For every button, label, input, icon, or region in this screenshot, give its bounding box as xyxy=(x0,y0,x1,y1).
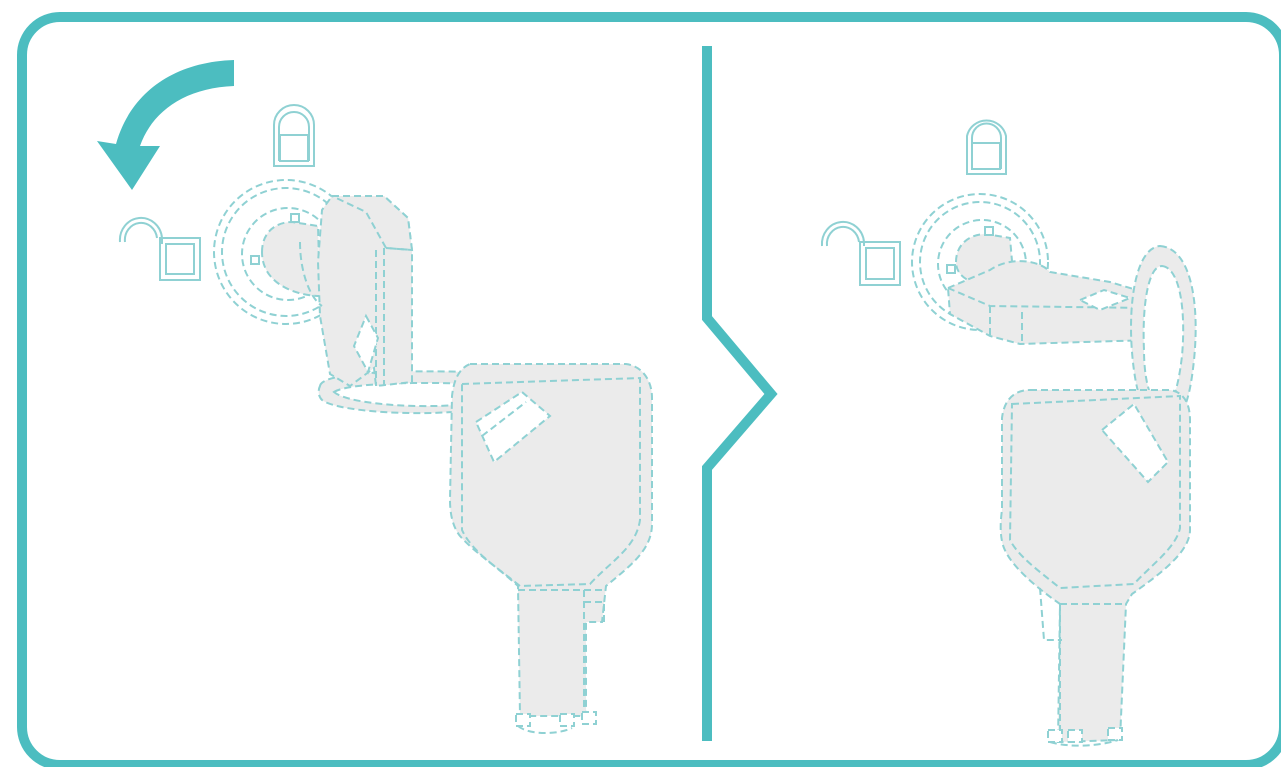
key-body xyxy=(448,363,653,734)
key-ring xyxy=(1130,244,1197,428)
key-head-turned xyxy=(946,260,1169,346)
right-panel xyxy=(820,119,1197,747)
outer-frame xyxy=(17,12,1281,767)
key-head-upright xyxy=(299,195,414,388)
cylinder-pin xyxy=(250,255,260,265)
left-panel xyxy=(97,60,653,734)
key-body xyxy=(999,389,1191,747)
rotate-counterclockwise-arrow-icon xyxy=(97,60,234,190)
cylinder-pin xyxy=(290,213,300,223)
closed-lock-icon xyxy=(966,119,1007,175)
lock-cylinder-core xyxy=(260,220,322,298)
cylinder-pin xyxy=(984,226,994,236)
closed-lock-icon xyxy=(273,104,315,167)
cylinder-pin xyxy=(946,264,956,274)
panel-divider xyxy=(702,46,778,741)
open-lock-icon xyxy=(820,220,901,286)
open-lock-icon xyxy=(118,216,201,281)
